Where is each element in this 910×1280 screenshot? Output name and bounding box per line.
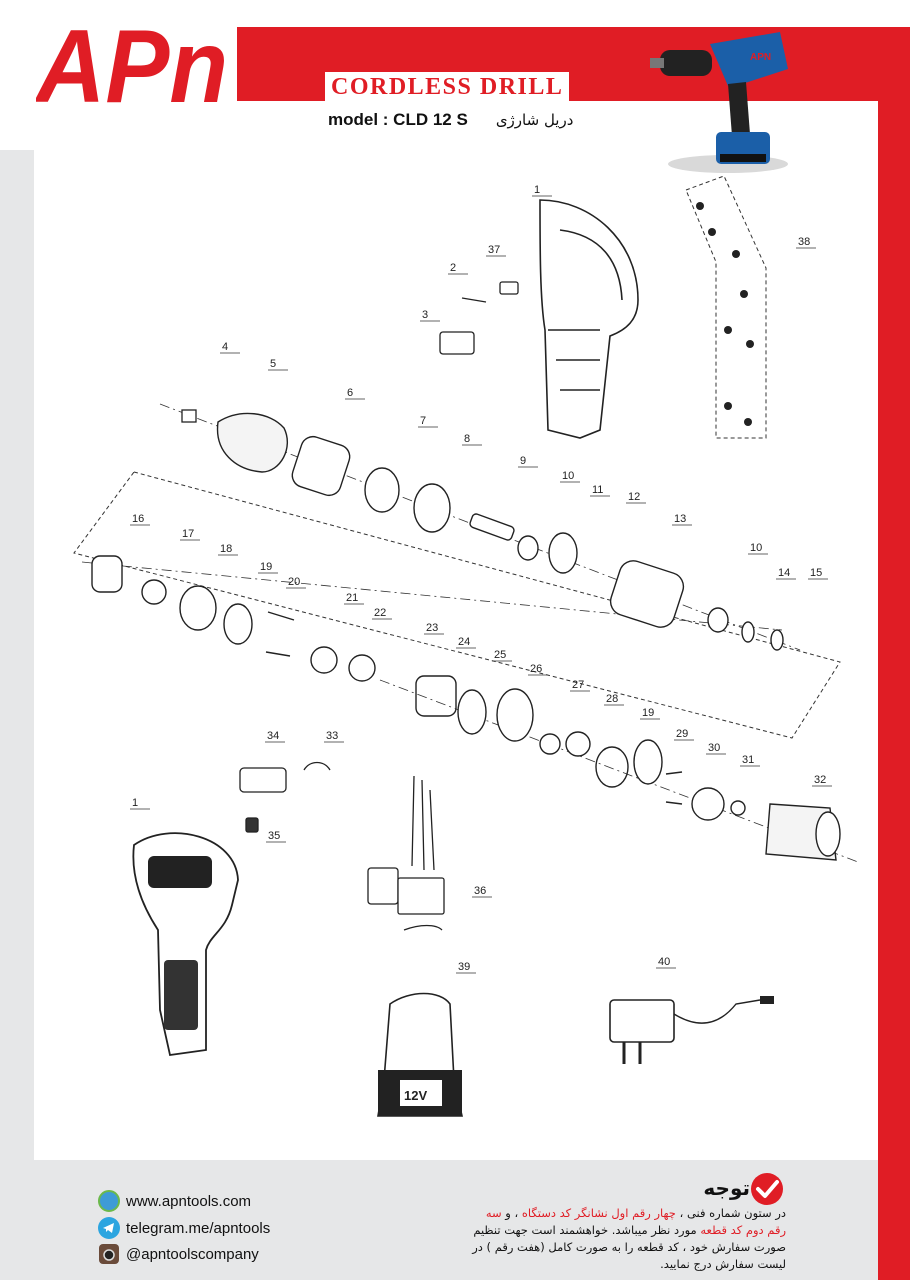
part-number-29: 29 [676,728,688,740]
part-number-21: 21 [346,592,358,604]
telegram-icon [98,1217,120,1239]
part-number-34: 34 [267,730,279,742]
instagram-link[interactable]: @apntoolscompany [126,1245,259,1263]
svg-text:APN: APN [750,52,771,63]
part-number-4: 4 [222,341,228,353]
small-parts [181,281,519,931]
part-number-6: 6 [347,387,353,399]
part-number-28: 28 [606,693,618,705]
part-number-18: 18 [220,543,232,555]
globe-icon [98,1190,120,1212]
note-text: در ستون شماره فنی ، چهار رقم اول نشانگر … [470,1205,786,1273]
part-number-39: 39 [458,961,470,973]
part-number-13: 13 [674,513,686,525]
part-number-27: 27 [572,679,584,691]
note-title: توجه [703,1176,750,1200]
svg-text:APn: APn [36,16,228,112]
part-number-25: 25 [494,649,506,661]
instagram-icon [99,1244,119,1264]
gearbox-parts [91,555,841,861]
part-number-3: 3 [422,309,428,321]
contact-website: www.apntools.com [98,1190,251,1212]
part-number-2: 2 [450,262,456,274]
part-number-10: 10 [562,470,574,482]
note-p1-a: در ستون شماره فنی ، [679,1206,786,1220]
footer-gray-band [0,1160,878,1280]
part-number-7: 7 [420,415,426,427]
part-number-32: 32 [814,774,826,786]
part-number-1: 1 [132,797,138,809]
part-number-8: 8 [464,433,470,445]
part-number-19: 19 [642,707,654,719]
part-number-11: 11 [592,484,603,496]
housing-left-part [539,199,639,439]
part-number-37: 37 [488,244,500,256]
screws-group [696,202,754,426]
contact-telegram: telegram.me/apntools [98,1217,270,1239]
part-number-17: 17 [182,528,194,540]
note-p1-highlight-2: سه رقم دوم کد قطعه [485,1206,786,1237]
model-text: model : CLD 12 S [328,110,468,129]
part-number-20: 20 [288,576,300,588]
part-number-24: 24 [458,636,470,648]
part-number-31: 31 [742,754,754,766]
part-number-16: 16 [132,513,144,525]
left-gray-band [0,150,34,1160]
right-red-band [878,27,910,1280]
part-number-22: 22 [374,607,386,619]
housing-right-part [132,832,239,1057]
note-p1-b: ، و [505,1206,519,1220]
note-p1-c: مورد نظر میباشد. [611,1223,697,1237]
product-photo: APN [650,32,788,173]
part-number-19: 19 [260,561,272,573]
part-number-33: 33 [326,730,338,742]
website-link[interactable]: www.apntools.com [126,1192,252,1210]
part-number-15: 15 [810,567,822,579]
page-title: CORDLESS DRILL [325,72,570,102]
model-line: model : CLD 12 S دریل شارژی [328,110,573,130]
part-number-9: 9 [520,455,526,467]
part-number-10: 10 [750,542,762,554]
telegram-link[interactable]: telegram.me/apntools [126,1219,271,1237]
charger [609,996,774,1064]
check-badge-icon [751,1173,783,1205]
part-number-35: 35 [268,830,280,842]
part-number-38: 38 [798,236,810,248]
part-number-14: 14 [778,567,790,579]
note-p1-highlight-1: چهار رقم اول نشانگر کد دستگاه [521,1206,676,1220]
chuck-and-clutch-parts [216,412,784,651]
part-number-1: 1 [534,184,540,196]
contact-instagram: @apntoolscompany [98,1243,259,1265]
tray-outline [73,175,841,739]
svg-text:12V: 12V [404,1088,427,1103]
part-number-30: 30 [708,742,720,754]
battery-pack: 12V [377,992,463,1117]
note-p2: خواهشمند است جهت تنظیم صورت سفارش خود ، … [472,1223,786,1271]
part-number-23: 23 [426,622,438,634]
apn-logo: APn [36,16,228,112]
part-number-36: 36 [474,885,486,897]
part-number-5: 5 [270,358,276,370]
part-number-12: 12 [628,491,640,503]
part-number-40: 40 [658,956,670,968]
part-number-26: 26 [530,663,542,675]
model-text-fa: دریل شارژی [495,111,574,129]
